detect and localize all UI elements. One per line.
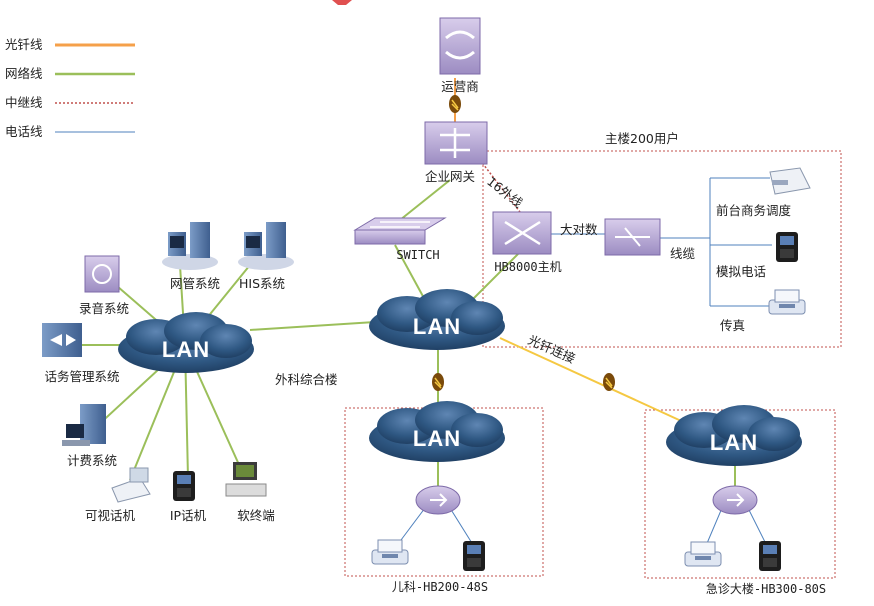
- billing-icon: [80, 404, 106, 444]
- pediatrics-label: 儿科-HB200-48S: [392, 580, 488, 594]
- cable-label: 线缆: [670, 246, 696, 261]
- hb8000-label: HB8000主机: [494, 260, 561, 274]
- lan-label: LAN: [413, 314, 461, 339]
- emergency-lan-cloud[interactable]: LAN: [666, 405, 802, 466]
- recorder-label: 录音系统: [79, 301, 129, 316]
- call-mgmt-node[interactable]: 话务管理系统: [42, 323, 120, 384]
- legend-phone-label: 电话线: [5, 124, 43, 139]
- emergency-region: [644, 409, 836, 579]
- pediatrics-lan-cloud[interactable]: LAN: [369, 401, 505, 462]
- mdf-icon: [604, 218, 661, 256]
- legend-fiber-label: 光钎线: [5, 37, 43, 52]
- fax-machine[interactable]: [768, 289, 806, 315]
- trunk16-label: 16外线: [484, 174, 526, 211]
- emergency-phone[interactable]: [759, 541, 781, 571]
- switch-label: SWITCH: [396, 248, 439, 262]
- carrier-label: 运营商: [441, 79, 479, 94]
- his-label: HIS系统: [239, 276, 285, 291]
- fiber-converter-icons: [432, 95, 615, 391]
- his-node[interactable]: HIS系统: [238, 222, 294, 291]
- gateway-node[interactable]: 企业网关: [424, 121, 488, 184]
- hb8000-node[interactable]: HB8000主机: [492, 211, 562, 274]
- softphone-label: 软终端: [237, 508, 275, 523]
- recorder-icon: [84, 255, 120, 293]
- carrier-icon: [439, 17, 481, 75]
- gateway-label: 企业网关: [425, 169, 475, 184]
- emergency-label: 急诊大楼-HB300-80S: [706, 581, 826, 596]
- analog-phone[interactable]: [776, 232, 798, 262]
- fiber-converter-icon: [449, 95, 461, 113]
- surgery-label: 外科综合楼: [275, 372, 338, 387]
- emergency-fax[interactable]: [684, 541, 722, 567]
- nms-node[interactable]: 网管系统: [162, 222, 220, 291]
- fiber-converter-icon: [432, 373, 444, 391]
- lan-label: LAN: [710, 430, 758, 455]
- legend-trunk-label: 中继线: [5, 95, 43, 110]
- pediatrics-region: [344, 407, 544, 577]
- call-mgmt-label: 话务管理系统: [44, 369, 119, 384]
- switch-node[interactable]: SWITCH: [353, 217, 447, 262]
- front-desk-phone[interactable]: 前台商务调度: [716, 167, 811, 218]
- pediatrics-pbx[interactable]: [415, 485, 461, 515]
- pediatrics-phone[interactable]: [463, 541, 485, 571]
- softphone-node[interactable]: 软终端: [225, 462, 275, 523]
- video-phone-node[interactable]: 可视话机: [85, 467, 151, 523]
- top-decoration-icon: [332, 0, 352, 5]
- recorder-node[interactable]: 录音系统: [79, 255, 129, 316]
- main-building-region: [482, 150, 842, 348]
- fiber-converter-icon: [603, 373, 615, 391]
- switch-icon: [354, 229, 426, 245]
- billing-label: 计费系统: [67, 453, 117, 468]
- legend: 光钎线 网络线 中继线 电话线: [5, 37, 135, 139]
- fax-label: 传真: [720, 318, 745, 333]
- lan-label: LAN: [413, 426, 461, 451]
- big-pair-label: 大对数: [560, 222, 598, 237]
- left-lan-cloud[interactable]: LAN: [118, 312, 254, 373]
- pediatrics-fax[interactable]: [371, 539, 409, 565]
- mdf-node[interactable]: [604, 218, 661, 256]
- center-lan-cloud[interactable]: LAN: [369, 289, 505, 350]
- ip-phone-node[interactable]: [173, 471, 195, 501]
- legend-network-label: 网络线: [5, 66, 43, 81]
- emergency-pbx[interactable]: [712, 485, 758, 515]
- ip-phone-label: IP话机: [170, 508, 207, 523]
- billing-node[interactable]: 计费系统: [62, 404, 117, 468]
- nms-label: 网管系统: [170, 276, 220, 291]
- front-desk-label: 前台商务调度: [716, 203, 792, 218]
- analog-phone-label: 模拟电话: [716, 264, 766, 279]
- carrier-node[interactable]: 运营商: [439, 17, 481, 94]
- main-building-label: 主楼200用户: [605, 131, 679, 146]
- video-phone-label: 可视话机: [85, 508, 136, 523]
- lan-label: LAN: [162, 337, 210, 362]
